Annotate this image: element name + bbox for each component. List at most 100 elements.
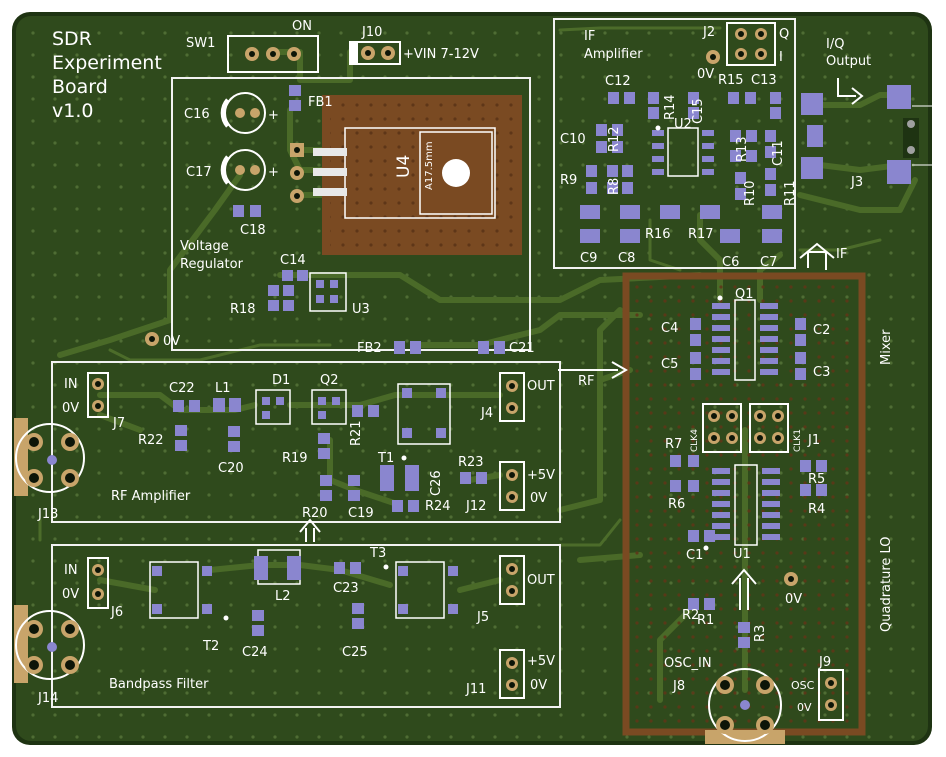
label-0v-left: 0V	[163, 334, 180, 349]
label-r4: R4	[808, 502, 825, 517]
label-j8: J8	[672, 679, 685, 694]
label-u3: U3	[352, 302, 370, 317]
mixer-labels: Mixer Q1 C4 C5 C2 C3 RF	[578, 287, 894, 389]
label-on: ON	[292, 19, 312, 34]
label-j2: J2	[702, 25, 715, 40]
ground-test-points	[145, 50, 798, 586]
label-j3: J3	[850, 175, 863, 190]
title-block: SDR Experiment Board v1.0	[52, 28, 162, 122]
label-r6: R6	[668, 497, 685, 512]
label-bpf-0v2: 0V	[530, 678, 547, 693]
label-rf-0v: 0V	[62, 401, 79, 416]
label-rf-amplifier: RF Amplifier	[111, 489, 191, 504]
pin-one-markers	[223, 125, 723, 621]
u4-pins	[290, 143, 304, 203]
label-r18: R18	[230, 302, 256, 317]
label-r10: R10	[743, 180, 758, 206]
label-r20: R20	[302, 506, 328, 521]
sma-connector-j14	[14, 605, 85, 683]
label-i: I	[779, 50, 783, 65]
label-rf-0v2: 0V	[530, 491, 547, 506]
label-c18: C18	[240, 223, 266, 238]
label-j7: J7	[112, 416, 125, 431]
label-q: Q	[779, 27, 789, 42]
label-osc: OSC	[791, 679, 815, 692]
label-bpf-5v: +5V	[527, 654, 555, 669]
label-r19: R19	[282, 451, 308, 466]
label-r12: R12	[607, 126, 622, 152]
plus-c17: +	[268, 165, 279, 180]
power-labels: SW1 ON J10 +VIN 7-12V FB1 C16 + C17 + C1…	[163, 19, 535, 356]
label-c16: C16	[184, 107, 210, 122]
label-clk4: CLK4	[690, 429, 700, 452]
label-r9: R9	[560, 173, 577, 188]
label-j14: J14	[37, 691, 58, 706]
label-u1: U1	[733, 547, 751, 562]
u4-heatsink-pad	[313, 95, 522, 255]
label-sw1: SW1	[186, 36, 215, 51]
label-j6: J6	[110, 605, 123, 620]
label-fb1: FB1	[308, 95, 333, 110]
label-if-arrow: IF	[836, 247, 847, 262]
label-c23: C23	[333, 581, 359, 596]
label-c3: C3	[813, 365, 830, 380]
label-j9: J9	[818, 655, 831, 670]
voltage-regulator-box	[171, 77, 531, 351]
label-amplifier: Amplifier	[584, 47, 643, 62]
label-c17: C17	[186, 165, 212, 180]
label-0v-lo: 0V	[785, 592, 802, 607]
j3-output-pads	[801, 85, 945, 184]
label-r15: R15	[718, 73, 744, 88]
label-l1: L1	[215, 381, 231, 396]
label-j4: J4	[480, 406, 493, 421]
label-mixer: Mixer	[879, 329, 894, 365]
label-r22: R22	[138, 433, 164, 448]
label-r17: R17	[688, 227, 714, 242]
label-c21: C21	[509, 341, 535, 356]
title-line-1: SDR	[52, 28, 92, 50]
label-osc-in: OSC_IN	[664, 656, 712, 671]
label-j11: J11	[465, 682, 486, 697]
label-c24: C24	[242, 645, 268, 660]
label-r5: R5	[808, 472, 825, 487]
label-j13: J13	[37, 507, 58, 522]
label-d1: D1	[272, 373, 290, 388]
label-j5: J5	[476, 610, 489, 625]
label-r13: R13	[735, 136, 750, 162]
label-r23: R23	[458, 455, 484, 470]
sma-connector-j13	[14, 418, 85, 496]
label-q1: Q1	[735, 287, 754, 302]
label-t3: T3	[369, 546, 386, 561]
rf-shield-frame	[622, 272, 866, 736]
label-c20: C20	[218, 461, 244, 476]
label-output: Output	[826, 54, 871, 69]
label-clk1: CLK1	[793, 429, 803, 452]
label-heatsink: A17.5mm	[424, 141, 435, 190]
electrolytic-caps	[220, 92, 266, 191]
title-line-2: Experiment	[52, 52, 162, 74]
label-c1: C1	[686, 548, 703, 563]
label-c9: C9	[580, 251, 597, 266]
rf-amplifier-box	[51, 361, 561, 523]
bandpass-filter-box	[51, 544, 561, 708]
label-fb2: FB2	[357, 341, 382, 356]
signal-arrows	[299, 78, 864, 610]
lo-labels: Quadrature LO CLK4 CLK1 J1 R7 R6 R5 R4 C…	[664, 429, 894, 714]
label-t1: T1	[377, 451, 394, 466]
label-vreg-2: Regulator	[180, 257, 244, 272]
label-j1: J1	[807, 433, 820, 448]
label-r11: R11	[783, 180, 798, 206]
label-rf-in: IN	[64, 377, 78, 392]
label-vin: +VIN 7-12V	[403, 47, 479, 62]
label-bpf-in: IN	[64, 563, 78, 578]
label-r1: R1	[697, 613, 714, 628]
if-amp-labels: IF Amplifier J2 Q I 0V I/Q Output J3 C12…	[560, 25, 871, 270]
label-c25: C25	[342, 645, 368, 660]
label-r2: R2	[682, 608, 699, 623]
rf-amp-labels: IN 0V J7 J13 RF Amplifier C22 L1 D1 Q2 R…	[37, 373, 555, 522]
label-r8: R8	[607, 178, 622, 195]
title-line-3: Board	[52, 76, 108, 98]
label-bpf-0v: 0V	[62, 587, 79, 602]
label-bandpass: Bandpass Filter	[109, 677, 209, 692]
